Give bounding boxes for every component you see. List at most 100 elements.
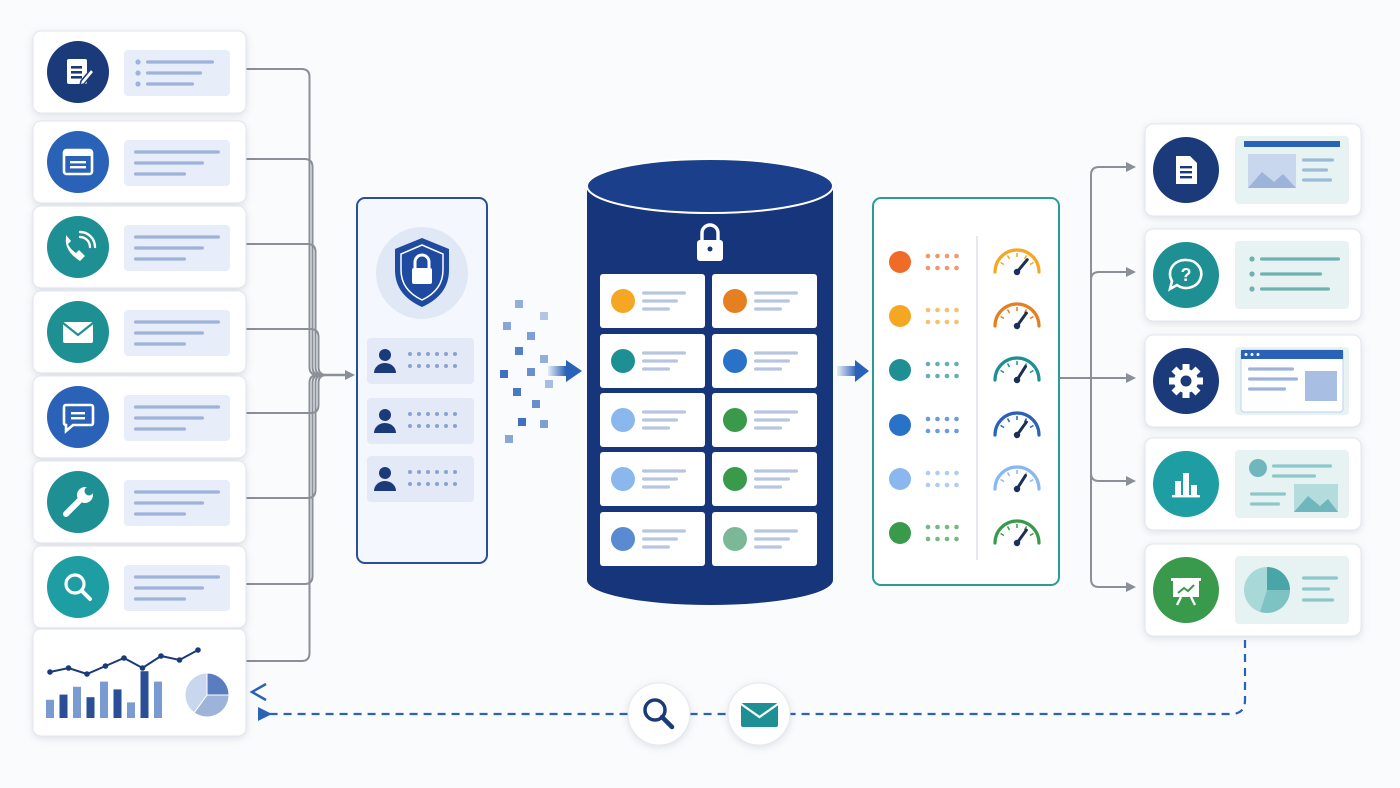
text-line: [642, 477, 678, 481]
output-card[interactable]: [1144, 437, 1362, 531]
gauge-icon: [993, 356, 1041, 384]
score-data-dot: [935, 416, 940, 422]
feedback-loop: [249, 640, 1247, 721]
gauge-hub: [1013, 431, 1021, 439]
connector-line: [246, 374, 344, 585]
data-dot: [408, 412, 412, 416]
source-card[interactable]: [32, 205, 247, 289]
user-icon: [374, 467, 396, 491]
data-dot: [435, 424, 439, 428]
gauge-icon: [993, 302, 1041, 330]
trend-point: [84, 671, 90, 677]
score-data-dot: [925, 428, 931, 434]
gauge-tick: [1029, 478, 1034, 483]
connector-line: [246, 243, 344, 376]
score-data-dot: [944, 416, 950, 422]
score-data-dot: [944, 482, 950, 488]
pie-slice: [1267, 567, 1290, 590]
output-card[interactable]: ?: [1144, 228, 1362, 322]
data-dot: [426, 424, 430, 428]
text-line: [1260, 257, 1340, 261]
text-line: [754, 537, 790, 541]
text-line: [754, 299, 790, 303]
data-pixel: [532, 400, 540, 408]
user-head: [379, 467, 391, 479]
score-data-dot: [954, 470, 959, 476]
source-card[interactable]: [32, 460, 247, 544]
record-tile: [712, 334, 817, 388]
cylinder-top: [586, 158, 834, 214]
score-data-dot: [944, 524, 950, 530]
feedback-mail-button[interactable]: [727, 682, 791, 746]
text-line: [134, 501, 204, 505]
pie-slice: [206, 672, 230, 696]
gauge-tick: [1029, 369, 1034, 374]
gauge-tick: [1029, 532, 1034, 537]
data-dot: [435, 482, 439, 486]
feedback-search-button[interactable]: [627, 682, 691, 746]
output-card[interactable]: [1144, 123, 1362, 217]
score-data-dot: [925, 307, 931, 313]
score-data-dot: [935, 536, 940, 542]
record-dot: [611, 349, 635, 373]
envelope: [741, 703, 778, 727]
text-line: [134, 246, 204, 250]
data-pixel: [505, 435, 513, 443]
analytics-bar: [73, 686, 81, 718]
icon-badge: [47, 556, 109, 618]
source-card[interactable]: [32, 375, 247, 459]
record-tile: [712, 274, 817, 328]
score-data-dot: [925, 265, 931, 271]
output-cards: ?: [1144, 123, 1362, 637]
text-line: [134, 150, 220, 154]
trend-point: [158, 653, 164, 659]
source-card[interactable]: [32, 30, 247, 114]
document-icon: [1176, 156, 1197, 184]
score-data-dot: [935, 319, 940, 325]
analytics-card-body: [32, 628, 247, 737]
score-dot: [889, 251, 911, 273]
pie-slice: [193, 694, 230, 718]
text-line: [1260, 272, 1322, 276]
gauge-tick: [1000, 424, 1005, 429]
text-preview: [124, 50, 230, 96]
icon-badge: [1153, 242, 1219, 308]
score-data-dot: [944, 428, 950, 434]
source-connectors: [246, 68, 355, 662]
image-article-preview: [1235, 136, 1349, 204]
score-data-dot: [944, 253, 950, 259]
score-data-dot: [925, 482, 931, 488]
data-dot: [435, 412, 439, 416]
score-data-dot: [925, 319, 931, 325]
profile-avatar: [1249, 459, 1267, 477]
source-card[interactable]: [32, 545, 247, 629]
data-pixel: [513, 388, 521, 396]
output-card[interactable]: [1144, 543, 1362, 637]
icon-badge: [627, 682, 691, 746]
image-mountains: [1248, 172, 1296, 188]
connector-line: [246, 374, 344, 499]
score-data-dot: [954, 361, 959, 367]
pie-slice: [1260, 590, 1290, 613]
data-dot: [444, 482, 448, 486]
mail-icon: [740, 703, 779, 727]
record-tile: [600, 334, 705, 388]
text-line: [1272, 474, 1316, 478]
score-data-dot: [935, 524, 940, 530]
gauge-icon: [993, 248, 1041, 276]
analytics-card[interactable]: [32, 628, 247, 737]
source-card[interactable]: [32, 290, 247, 374]
window-dot: [1244, 353, 1248, 356]
data-dot: [453, 352, 457, 356]
source-card[interactable]: [32, 120, 247, 204]
data-dot: [426, 470, 430, 474]
text-line: [1250, 492, 1286, 496]
score-data-dot: [954, 524, 959, 530]
output-card[interactable]: [1144, 334, 1362, 428]
gauge-tick: [1029, 261, 1034, 266]
connector-line: [246, 158, 344, 376]
score-row: [889, 519, 1041, 547]
data-dot: [453, 470, 457, 474]
security-panel: [356, 197, 488, 564]
